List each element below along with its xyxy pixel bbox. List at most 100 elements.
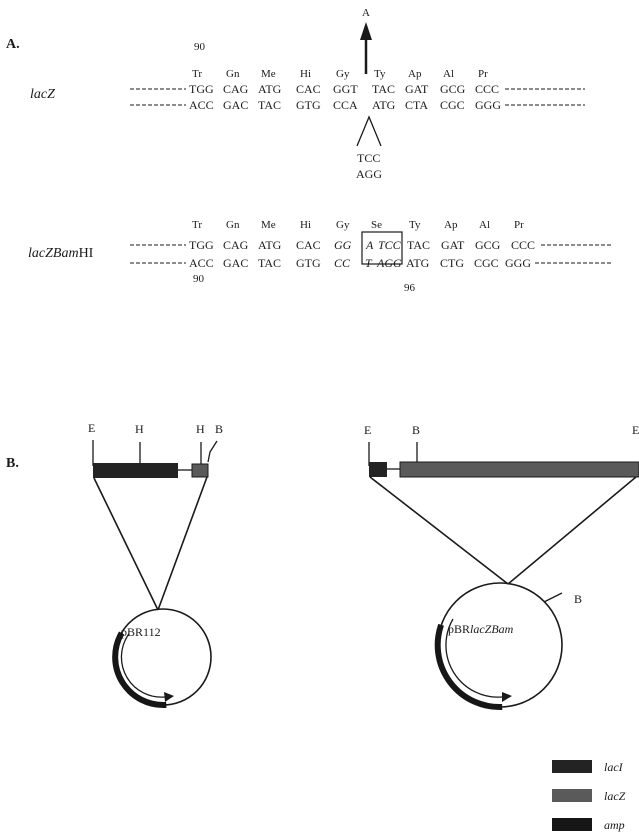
bottom-codon-5: CCA (333, 98, 358, 112)
left-plasmid-name: pBR112 (121, 625, 161, 639)
position-90-top: 90 (194, 41, 206, 53)
legend-swatch-amp (552, 818, 592, 831)
aa-4: Hi (300, 68, 311, 80)
top-codon-5: GGT (333, 82, 358, 96)
aa-2: Gn (226, 68, 240, 80)
bam-top-codon-5b: A (365, 238, 374, 252)
right-site-b-tick (543, 592, 563, 603)
bam-top-codon-8: GAT (441, 238, 465, 252)
right-funnel-left (369, 476, 509, 585)
bam-bottom-codon-2: GAC (223, 256, 248, 270)
panel-a-label: A. (6, 37, 20, 52)
bam-bottom-codon-1: ACC (189, 256, 214, 270)
left-tick-b (207, 440, 218, 463)
mutation-arrow-head (360, 22, 372, 40)
bam-bottom-codon-8: CTG (440, 256, 464, 270)
bam-top-codon-4: CAC (296, 238, 321, 252)
bam-bottom-codon-5b: T (365, 256, 373, 270)
bam-top-codon-5a: GG (334, 238, 352, 252)
top-codon-4: CAC (296, 82, 321, 96)
lacz-bam-label: lacZBamHI (28, 246, 94, 261)
left-funnel-right (157, 476, 208, 611)
bam-bottom-codon-6: AGG (376, 256, 402, 270)
panel-b-label: B. (6, 456, 19, 471)
bamhi-site-box (361, 231, 403, 265)
left-amp-arc (112, 631, 167, 708)
right-site-b: B (412, 423, 420, 437)
aa-7: Ap (408, 68, 422, 80)
aa-9: Pr (478, 68, 488, 80)
aa-1: Tr (192, 68, 202, 80)
top-codon-2: CAG (223, 82, 249, 96)
aa-5: Gy (336, 68, 350, 80)
right-site-e2: E (632, 423, 639, 437)
aa-8: Al (443, 68, 454, 80)
bam-top-codon-7: TAC (407, 238, 430, 252)
bottom-codon-3: TAC (258, 98, 281, 112)
insertion-caret (356, 115, 382, 147)
aa-6: Ty (374, 68, 386, 80)
bam-bottom-codon-3: TAC (258, 256, 281, 270)
legend-label-amp: amp (604, 818, 625, 832)
bottom-codon-7: CTA (405, 98, 428, 112)
bottom-codon-9: GGG (475, 98, 501, 112)
bam-top-codon-2: CAG (223, 238, 249, 252)
left-lacz-block (191, 463, 209, 478)
bottom-codon-1: ACC (189, 98, 214, 112)
insert-top: TCC (357, 151, 380, 165)
bam-aa-8: Ap (444, 219, 458, 231)
bam-aa-7: Ty (409, 219, 421, 231)
left-amp-arrowhead (164, 692, 174, 702)
bam-aa-4: Hi (300, 219, 311, 231)
right-plasmid-name: pBRlacZBam (448, 622, 514, 636)
right-amp-arrow-arc (445, 618, 504, 698)
bottom-codon-4: GTG (296, 98, 321, 112)
insert-bottom: AGG (356, 167, 382, 181)
right-amp-arrowhead (502, 692, 512, 702)
bam-bottom-codon-9: CGC (474, 256, 499, 270)
bam-top-codon-6: TCC (378, 238, 402, 252)
bam-top-codon-3: ATG (258, 238, 282, 252)
left-laci-block (93, 463, 178, 478)
top-codon-8: GCG (440, 82, 466, 96)
top-codon-9: CCC (475, 82, 499, 96)
right-plasmid-site: B (574, 592, 582, 606)
right-funnel-right (507, 476, 637, 585)
bam-bottom-codon-10: GGG (505, 256, 531, 270)
bam-top-codon-9: GCG (475, 238, 501, 252)
bam-top-codon-1: TGG (189, 238, 214, 252)
bam-top-codon-10: CCC (511, 238, 535, 252)
left-amp-arrow-arc (120, 633, 166, 698)
bam-aa-3: Me (261, 219, 276, 231)
lacz-label: lacZ (30, 87, 55, 102)
top-codon-7: GAT (405, 82, 429, 96)
bam-aa-5: Gy (336, 219, 350, 231)
left-site-h2: H (196, 422, 205, 436)
bam-aa-1: Tr (192, 219, 202, 231)
left-site-h1: H (135, 422, 144, 436)
legend-swatch-laci (552, 760, 592, 773)
top-codon-3: ATG (258, 82, 282, 96)
bam-bottom-codon-7: ATG (406, 256, 430, 270)
left-site-b: B (215, 422, 223, 436)
legend-label-lacz: lacZ (604, 789, 626, 803)
bam-aa-2: Gn (226, 219, 240, 231)
left-site-e: E (88, 421, 95, 435)
bam-bottom-codon-5a: CC (334, 256, 351, 270)
bam-aa-6: Se (371, 219, 382, 231)
position-90-bottom: 90 (193, 273, 205, 285)
right-amp-arc (434, 623, 503, 711)
right-laci-block (369, 462, 387, 477)
aa-3: Me (261, 68, 276, 80)
top-codon-1: TGG (189, 82, 214, 96)
bam-bottom-codon-4: GTG (296, 256, 321, 270)
legend-label-laci: lacI (604, 760, 624, 774)
right-lacz-block (399, 461, 639, 478)
position-96: 96 (404, 282, 416, 294)
bottom-codon-8: CGC (440, 98, 465, 112)
right-site-e1: E (364, 423, 371, 437)
bottom-codon-2: GAC (223, 98, 248, 112)
bam-aa-9: Al (479, 219, 490, 231)
legend-swatch-lacz (552, 789, 592, 802)
